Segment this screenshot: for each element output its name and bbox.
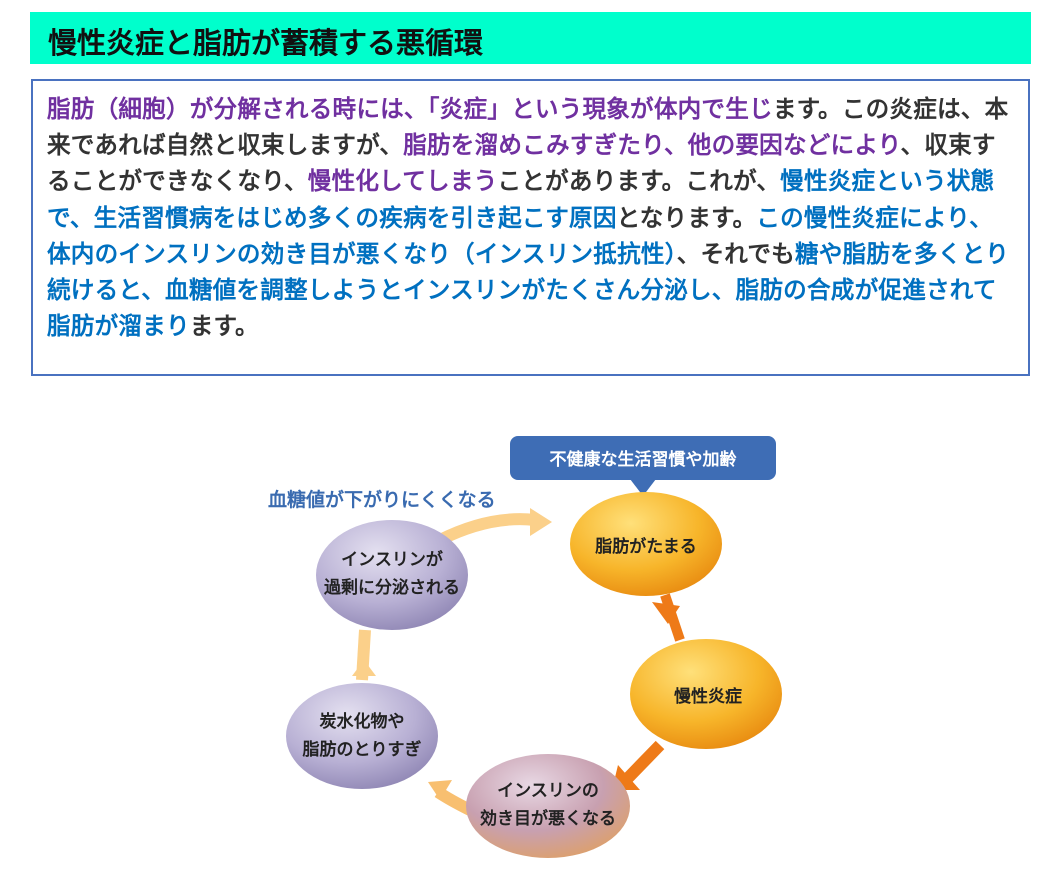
text-segment: ことがあります。これが、 [497,167,781,196]
arrow-head [652,602,680,624]
text-segment: 脂肪（細胞）が分解される時には、「炎症」という現象が体内で生じ [47,95,773,123]
text-segment: ます。 [189,312,259,341]
text-segment: 慢性炎症という状態で、生活習慣病をはじめ多くの疾病を引き起こす原因 [47,167,995,232]
callout-text: 不健康な生活習慣や加齢 [550,449,738,470]
blood-sugar-label: 血糖値が下がりにくくなる [268,488,496,511]
node-label: 脂肪のとりすぎ [303,739,422,760]
explanation-paragraph: 脂肪（細胞）が分解される時には、「炎症」という現象が体内で生じます。この炎症は、… [47,91,1014,344]
node-label: インスリンが [341,549,443,570]
text-segment: 脂肪を溜めこみすぎたり、他の要因などにより [403,131,901,160]
text-segment: ます。この炎症は、本来であれば自然と収束しますが、 [47,95,1009,160]
text-segment: この慢性炎症により、体内のインスリンの効き目が悪くなり（インスリン抵抗性） [47,203,993,268]
node-label: 脂肪がたまる [595,536,697,557]
node-insulin-excess: インスリンが 過剰に分泌される [316,520,468,630]
node-label: 炭水化物や [320,711,405,732]
text-segment: 、それでも [676,239,795,268]
text-segment: 、収束することができなくなり、 [47,131,996,196]
page-title: 慢性炎症と脂肪が蓄積する悪循環 [48,26,484,60]
arrow-head [530,508,552,536]
text-segment: 慢性化してしまう [307,167,498,196]
callout-unhealthy-lifestyle: 不健康な生活習慣や加齢 [510,436,776,496]
cycle-arrows [352,508,685,816]
node-overeating: 炭水化物や 脂肪のとりすぎ [286,683,438,789]
node-label: 慢性炎症 [674,686,742,707]
node-label: 効き目が悪くなる [480,808,616,829]
title-bar: 慢性炎症と脂肪が蓄積する悪循環 [30,12,1031,64]
node-label: インスリンの [497,781,599,801]
arrow-excess-to-fat [437,513,536,546]
node-fat-accumulates: 脂肪がたまる [570,492,722,596]
arrow-fat-to-inflammation [660,593,685,642]
arrow-head [352,660,376,676]
text-segment: 糖や脂肪を多くとり続けると、血糖値を調整しようとインスリンがたくさん分泌し、脂肪… [47,239,1010,341]
explanation-box: 脂肪（細胞）が分解される時には、「炎症」という現象が体内で生じます。この炎症は、… [31,79,1030,376]
node-label: 過剰に分泌される [324,577,460,598]
arrow-inflammation-to-insulin [623,740,665,783]
node-chronic-inflammation: 慢性炎症 [630,639,782,749]
arrow-head [428,780,452,800]
node-insulin-ineffective: インスリンの 効き目が悪くなる [466,754,630,858]
text-segment: となります。 [616,203,757,232]
